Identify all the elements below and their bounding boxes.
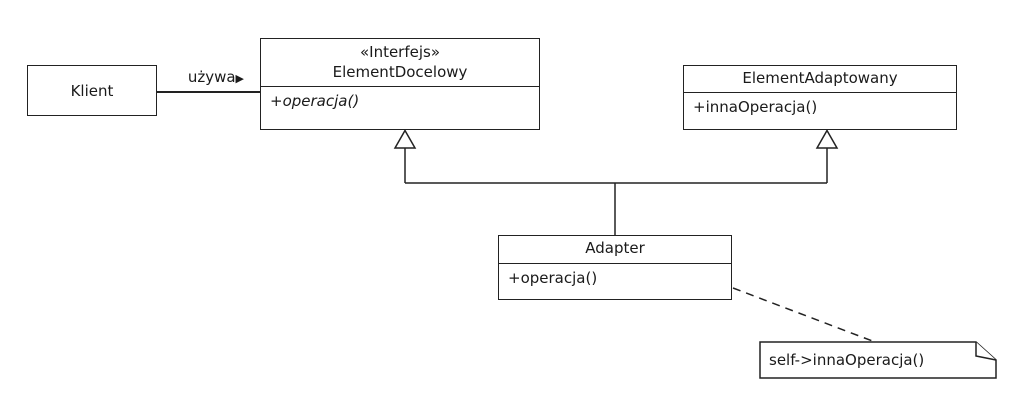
uses-direction-arrow-icon: ▶: [235, 72, 245, 85]
class-header-elementadaptowany: ElementAdaptowany: [684, 66, 956, 93]
class-name-adapter: Adapter: [585, 239, 645, 257]
class-name-klient: Klient: [70, 81, 114, 100]
class-box-elementadaptowany: ElementAdaptowany +innaOperacja(): [683, 65, 957, 130]
class-box-elementdocelowy: «Interfejs» ElementDocelowy +operacja(): [260, 38, 540, 130]
class-name-elementdocelowy: ElementDocelowy: [332, 63, 468, 81]
operations-adapter: +operacja(): [499, 264, 731, 287]
class-header-adapter: Adapter: [499, 236, 731, 264]
uml-note-shape: [759, 341, 997, 379]
operations-elementadaptowany: +innaOperacja(): [684, 93, 956, 116]
stereotype-interfejs: «Interfejs»: [359, 43, 441, 61]
association-label-text: używa: [187, 68, 236, 86]
note-anchor-dashed-line: [732, 287, 876, 343]
note-text: self->innaOperacja(): [769, 351, 925, 369]
class-header-elementdocelowy: «Interfejs» ElementDocelowy: [261, 39, 539, 87]
association-label-uses: używa▶: [163, 68, 245, 88]
class-name-elementadaptowany: ElementAdaptowany: [742, 69, 898, 87]
operation-innaoperacja: +innaOperacja(): [693, 98, 818, 116]
class-box-adapter: Adapter +operacja(): [498, 235, 732, 300]
operation-operacja: +operacja(): [508, 269, 598, 287]
generalization-arrowhead-icon: [393, 128, 417, 149]
note-folded-corner-icon: [975, 342, 997, 361]
generalization-arrowhead-icon: [815, 128, 839, 149]
class-box-klient: Klient: [27, 65, 157, 116]
operations-elementdocelowy: +operacja(): [261, 87, 539, 110]
operation-operacja-abstract: +operacja(): [270, 92, 360, 110]
uml-note: self->innaOperacja(): [760, 342, 976, 378]
